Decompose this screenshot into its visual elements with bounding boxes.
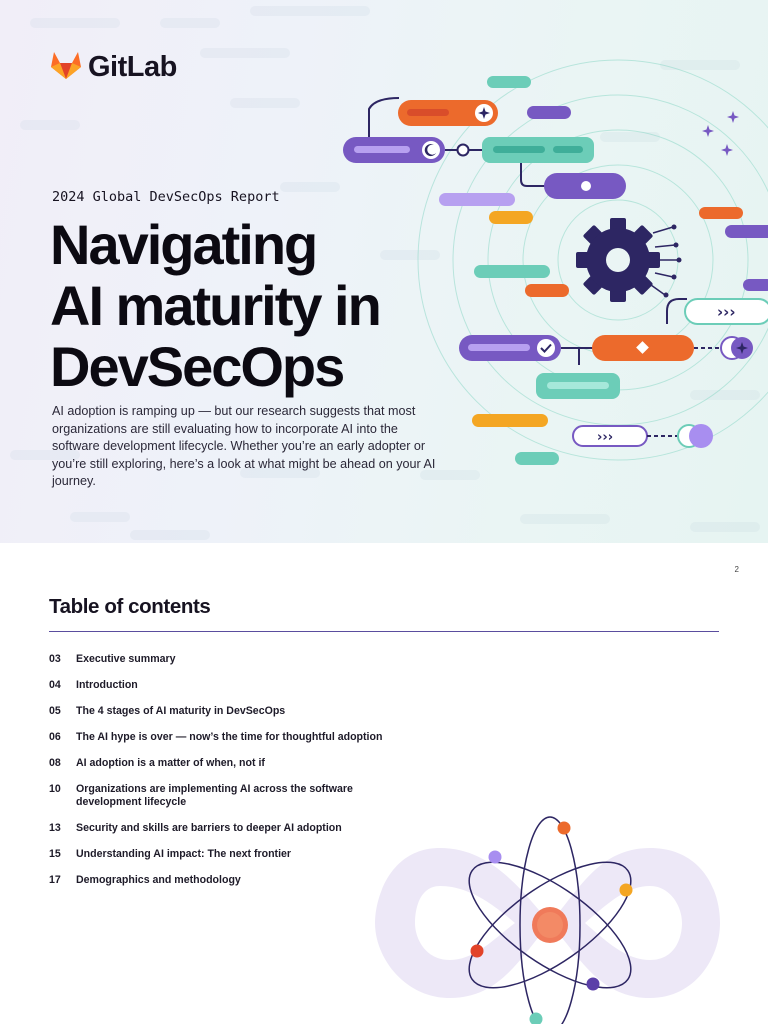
bg-dash: [600, 132, 660, 142]
bg-dash: [160, 18, 220, 28]
bg-dash: [690, 390, 760, 400]
report-label: 2024 Global DevSecOps Report: [52, 189, 280, 205]
cover-page: GitLab 2024 Global DevSecOps Report Navi…: [0, 0, 768, 543]
brand-name: GitLab: [88, 51, 177, 83]
bg-dash: [250, 6, 370, 16]
toc-list: 03 Executive summary 04 Introduction 05 …: [49, 653, 389, 900]
moon-icon: [424, 144, 436, 157]
toc-page-number: 13: [49, 822, 61, 834]
gitlab-logo: GitLab: [50, 50, 177, 85]
toc-item[interactable]: 15 Understanding AI impact: The next fro…: [49, 848, 389, 861]
toc-item-label: Organizations are implementing AI across…: [76, 783, 353, 808]
toc-page-number: 04: [49, 679, 61, 691]
toc-title: Table of contents: [49, 595, 211, 618]
bg-dash: [520, 514, 610, 524]
gitlab-tanuki-icon: [50, 50, 82, 85]
divider: [49, 631, 719, 632]
bg-dash: [240, 468, 320, 478]
toc-page: 2 Table of contents 03 Executive summary…: [0, 543, 768, 1024]
check-icon: [540, 343, 552, 353]
toc-page-number: 15: [49, 848, 61, 860]
toc-item[interactable]: 10 Organizations are implementing AI acr…: [49, 783, 389, 809]
toc-page-number: 08: [49, 757, 61, 769]
bg-dash: [230, 98, 300, 108]
title-line: DevSecOps: [50, 335, 345, 398]
bg-dash: [130, 530, 210, 540]
bg-dash: [660, 60, 740, 70]
toc-item[interactable]: 03 Executive summary: [49, 653, 389, 666]
bg-dash: [380, 250, 440, 260]
bg-dash: [10, 450, 80, 460]
toc-item-label: Security and skills are barriers to deep…: [76, 822, 342, 834]
sparkle-icon: [478, 107, 490, 119]
toc-item-label: The 4 stages of AI maturity in DevSecOps: [76, 705, 286, 717]
atom-icon: [375, 816, 720, 1024]
intro-paragraph: AI adoption is ramping up — but our rese…: [52, 404, 436, 488]
toc-item-label: Demographics and methodology: [76, 874, 241, 886]
toc-page-number: 05: [49, 705, 61, 717]
bg-dash: [280, 182, 340, 192]
bg-dash: [30, 18, 120, 28]
toc-item-label: Executive summary: [76, 653, 176, 665]
toc-item-label: Understanding AI impact: The next fronti…: [76, 848, 292, 860]
toc-item-label: Introduction: [76, 679, 138, 691]
bg-dash: [690, 522, 760, 532]
page-number: 2: [734, 565, 739, 574]
toc-item[interactable]: 08 AI adoption is a matter of when, not …: [49, 757, 389, 770]
toc-page-number: 10: [49, 783, 61, 795]
toc-item[interactable]: 06 The AI hype is over — now’s the time …: [49, 731, 389, 744]
bg-dash: [420, 470, 480, 480]
page-title: Navigating AI maturity in DevSecOps: [50, 214, 450, 397]
title-line: Navigating: [50, 213, 318, 276]
devsecops-illustration: ››› ›››: [343, 59, 768, 465]
toc-page-number: 06: [49, 731, 61, 743]
toc-page-number: 03: [49, 653, 61, 665]
toc-item-label: The AI hype is over — now’s the time for…: [76, 731, 383, 743]
toc-item[interactable]: 17 Demographics and methodology: [49, 874, 389, 887]
chevrons-text: ›››: [597, 430, 613, 445]
bg-dash: [200, 48, 290, 58]
bg-dash: [70, 512, 130, 522]
toc-item-label: AI adoption is a matter of when, not if: [76, 757, 265, 769]
gear-icon: [576, 218, 660, 302]
chevrons-text: ›››: [717, 303, 736, 321]
toc-item[interactable]: 05 The 4 stages of AI maturity in DevSec…: [49, 705, 389, 718]
toc-item[interactable]: 04 Introduction: [49, 679, 389, 692]
toc-item[interactable]: 13 Security and skills are barriers to d…: [49, 822, 389, 835]
bg-dash: [20, 120, 80, 130]
title-line: AI maturity in: [50, 274, 382, 337]
toc-page-number: 17: [49, 874, 61, 886]
